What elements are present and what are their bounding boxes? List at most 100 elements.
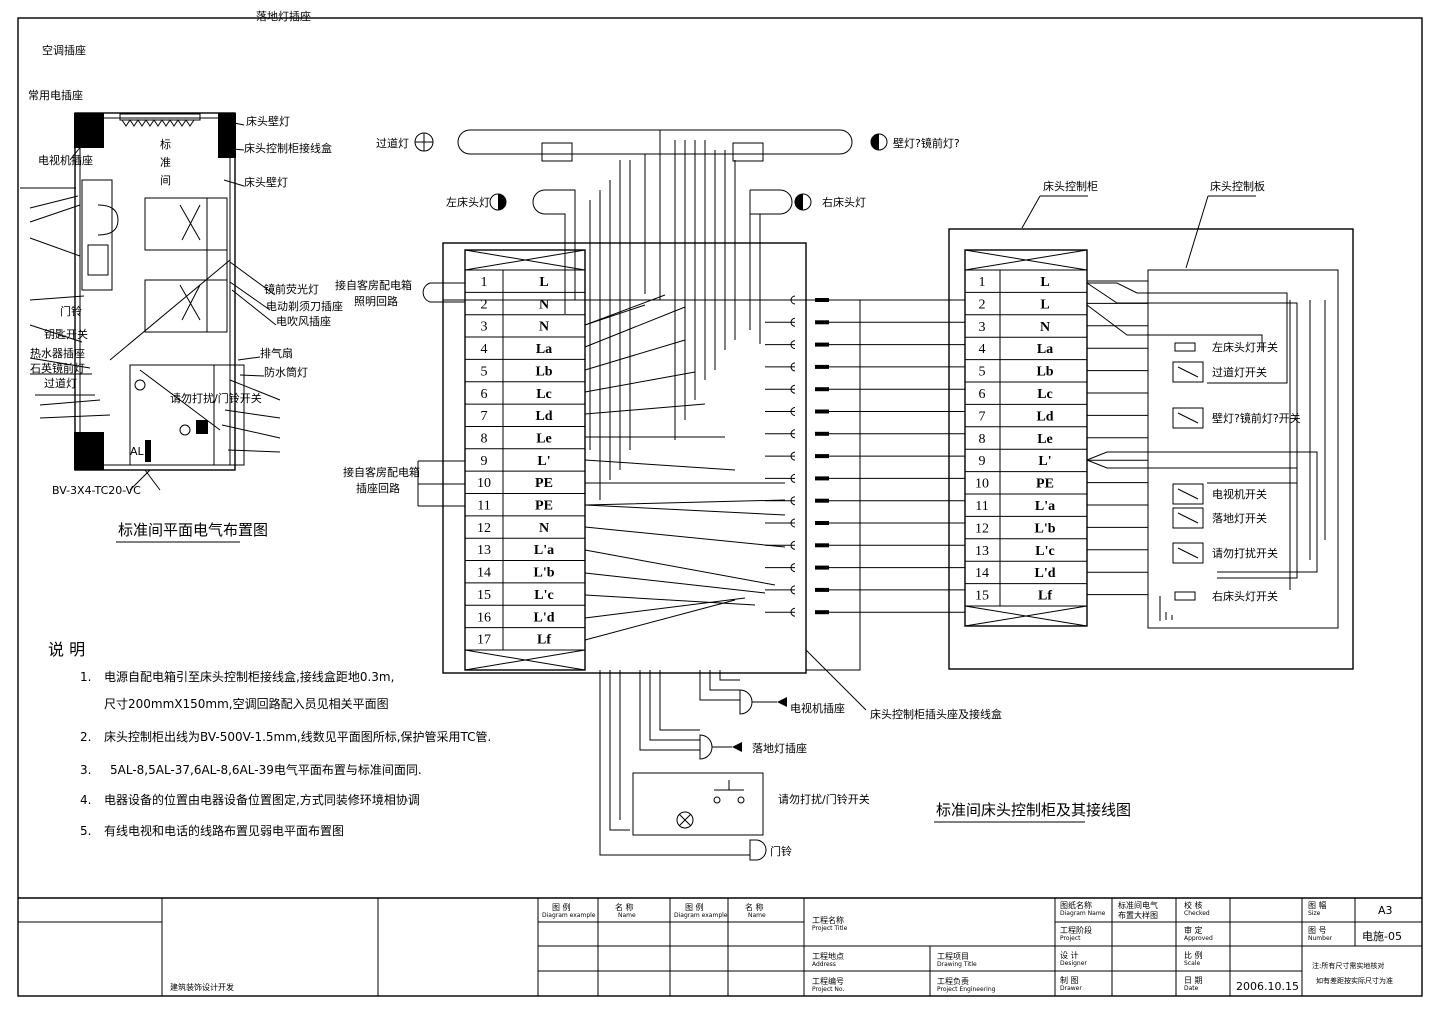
right-terminal-name: L [1040,275,1049,290]
legend-1-en: Diagram example [542,912,596,919]
right-terminal-no: 11 [975,499,988,514]
left-terminal-no: 9 [481,454,488,469]
lighting-circuit-label-2: 照明回路 [354,295,398,308]
right-terminal-name: Lf [1038,589,1052,604]
sheet-border [17,17,1423,997]
floor-plan: 落地灯插座 空调插座 常用电插座 电视机插座 门铃 钥匙开关 热水器插座 石英镜… [20,9,343,543]
right-terminal-no: 4 [979,342,986,357]
wall-lamp-label: 壁灯?镜前灯? [893,136,960,150]
right-terminal-no: 5 [979,365,986,380]
left-terminal-no: 14 [477,566,491,581]
right-terminal-name: Le [1037,432,1053,447]
remark-2: 如有差距按实际尺寸为准 [1316,976,1393,985]
plan-label-waterproof: 防水筒灯 [264,365,308,379]
panel-switch-icon [1174,591,1196,601]
left-terminal-no: 3 [481,320,488,335]
plan-label-wall-lamp-2: 床头壁灯 [244,175,288,189]
draw: 制 图 [1060,975,1079,985]
scale: 比 例 [1184,950,1203,960]
note-no-1: 1. [80,670,91,684]
plug-pin [815,387,829,392]
title-block: 建筑装饰设计开发 图 例 Diagram example 名 称 Name 图 … [18,897,1422,996]
notes: 说 明 1. 电源自配电箱引至床头控制柜接线盒,接线盒距地0.3m, 尺寸200… [48,640,491,838]
right-terminal-no: 14 [975,566,989,581]
right-terminal-name: L' [1038,454,1051,469]
right-terminal-name: La [1037,342,1053,357]
left-terminal-name: PE [535,476,553,491]
wiring-title: 标准间床头控制柜及其接线图 [936,801,1131,819]
left-terminal-no: 15 [477,588,491,603]
number-en: Number [1308,935,1333,942]
right-terminal-no: 3 [979,320,986,335]
left-terminal-name: L'a [534,543,554,558]
plan-label-mirror: 石英镜前灯 [30,361,85,375]
check-en: Checked [1184,910,1210,917]
stage-en: Project [1060,935,1081,942]
plan-title: 标准间平面电气布置图 [118,521,268,539]
panel-switch-label: 请勿打扰开关 [1212,546,1278,560]
name-1: 名 称 [615,902,634,912]
project-no: 工程编号 [812,976,844,986]
plug-pin [815,364,829,369]
plug-pin [815,454,829,459]
note-no-2: 2. [80,730,91,744]
right-terminal-name: L'c [1035,544,1054,559]
plan-label-ac: 空调插座 [42,43,86,57]
stage: 工程阶段 [1060,925,1092,935]
date: 日 期 [1184,976,1203,985]
plan-label-tv: 电视机插座 [38,153,93,167]
left-terminal-name: L'c [534,588,553,603]
panel-switch-label: 过道灯开关 [1212,365,1267,379]
note-text-5: 有线电视和电话的线路布置见弱电平面布置图 [104,823,344,838]
panel-switch-label: 左床头灯开关 [1212,340,1278,354]
right-terminal-name: L'a [1035,499,1055,514]
left-terminal-no: 10 [477,476,491,491]
project-item: 工程项目 [937,952,969,961]
right-terminal-name: Ld [1036,409,1053,424]
size-en: Size [1308,910,1321,917]
right-terminal-name: Lc [1037,387,1053,402]
note-text-1b: 尺寸200mmX150mm,空调回路配入员见相关平面图 [104,696,389,711]
left-terminal-name: Le [536,431,552,446]
left-terminal-no: 13 [477,543,491,558]
doorbell-label: 门铃 [770,844,792,858]
plan-label-wall-lamp-1: 床头壁灯 [246,114,290,128]
plan-label-common: 常用电插座 [28,88,83,102]
right-terminal-name: L'b [1034,521,1055,536]
number: 图 号 [1308,926,1327,935]
right-terminal-no: 15 [975,589,989,604]
left-terminal-name: Lc [536,387,552,402]
size: 图 幅 [1308,900,1327,910]
plan-label-dryer: 电吹风插座 [276,314,331,328]
left-terminal-no: 6 [481,387,488,402]
plug-pin [815,610,829,615]
plug-pin [815,342,829,347]
plug-pin [815,565,829,570]
project-name: 工程名称 [812,915,844,925]
right-terminal-no: 13 [975,544,989,559]
left-terminal-no: 12 [477,521,491,536]
right-terminal-name: L'd [1034,566,1055,581]
project-site: 工程地点 [812,951,844,961]
left-terminal-no: 11 [477,499,490,514]
panel-switch-label: 落地灯开关 [1212,511,1267,525]
panel-switch-icon [1172,507,1204,529]
right-terminal-no: 10 [975,477,989,492]
drawing-name: 图纸名称 [1060,900,1092,910]
plan-label-doorbell: 门铃 [60,304,82,318]
panel-switch-icon [1174,342,1196,352]
scale-en: Scale [1184,960,1200,967]
date-en: Date [1184,985,1199,992]
right-terminal-no: 8 [979,432,986,447]
note-text-4: 电器设备的位置由电器设备位置图定,方式同装修环境相协调 [104,792,420,807]
right-terminal-no: 2 [979,297,986,312]
remark-1: 注:所有尺寸需实地核对 [1312,961,1384,970]
panel-switch-label: 电视机开关 [1212,487,1267,501]
notes-heading: 说 明 [48,640,85,659]
right-terminal-no: 7 [979,409,986,424]
tv-socket-label: 电视机插座 [790,701,845,715]
plan-label-heater: 热水器插座 [30,346,85,360]
design-en: Designer [1060,960,1087,967]
cabinet-label: 床头控制柜 [1043,179,1098,193]
left-terminal-name: PE [535,499,553,514]
